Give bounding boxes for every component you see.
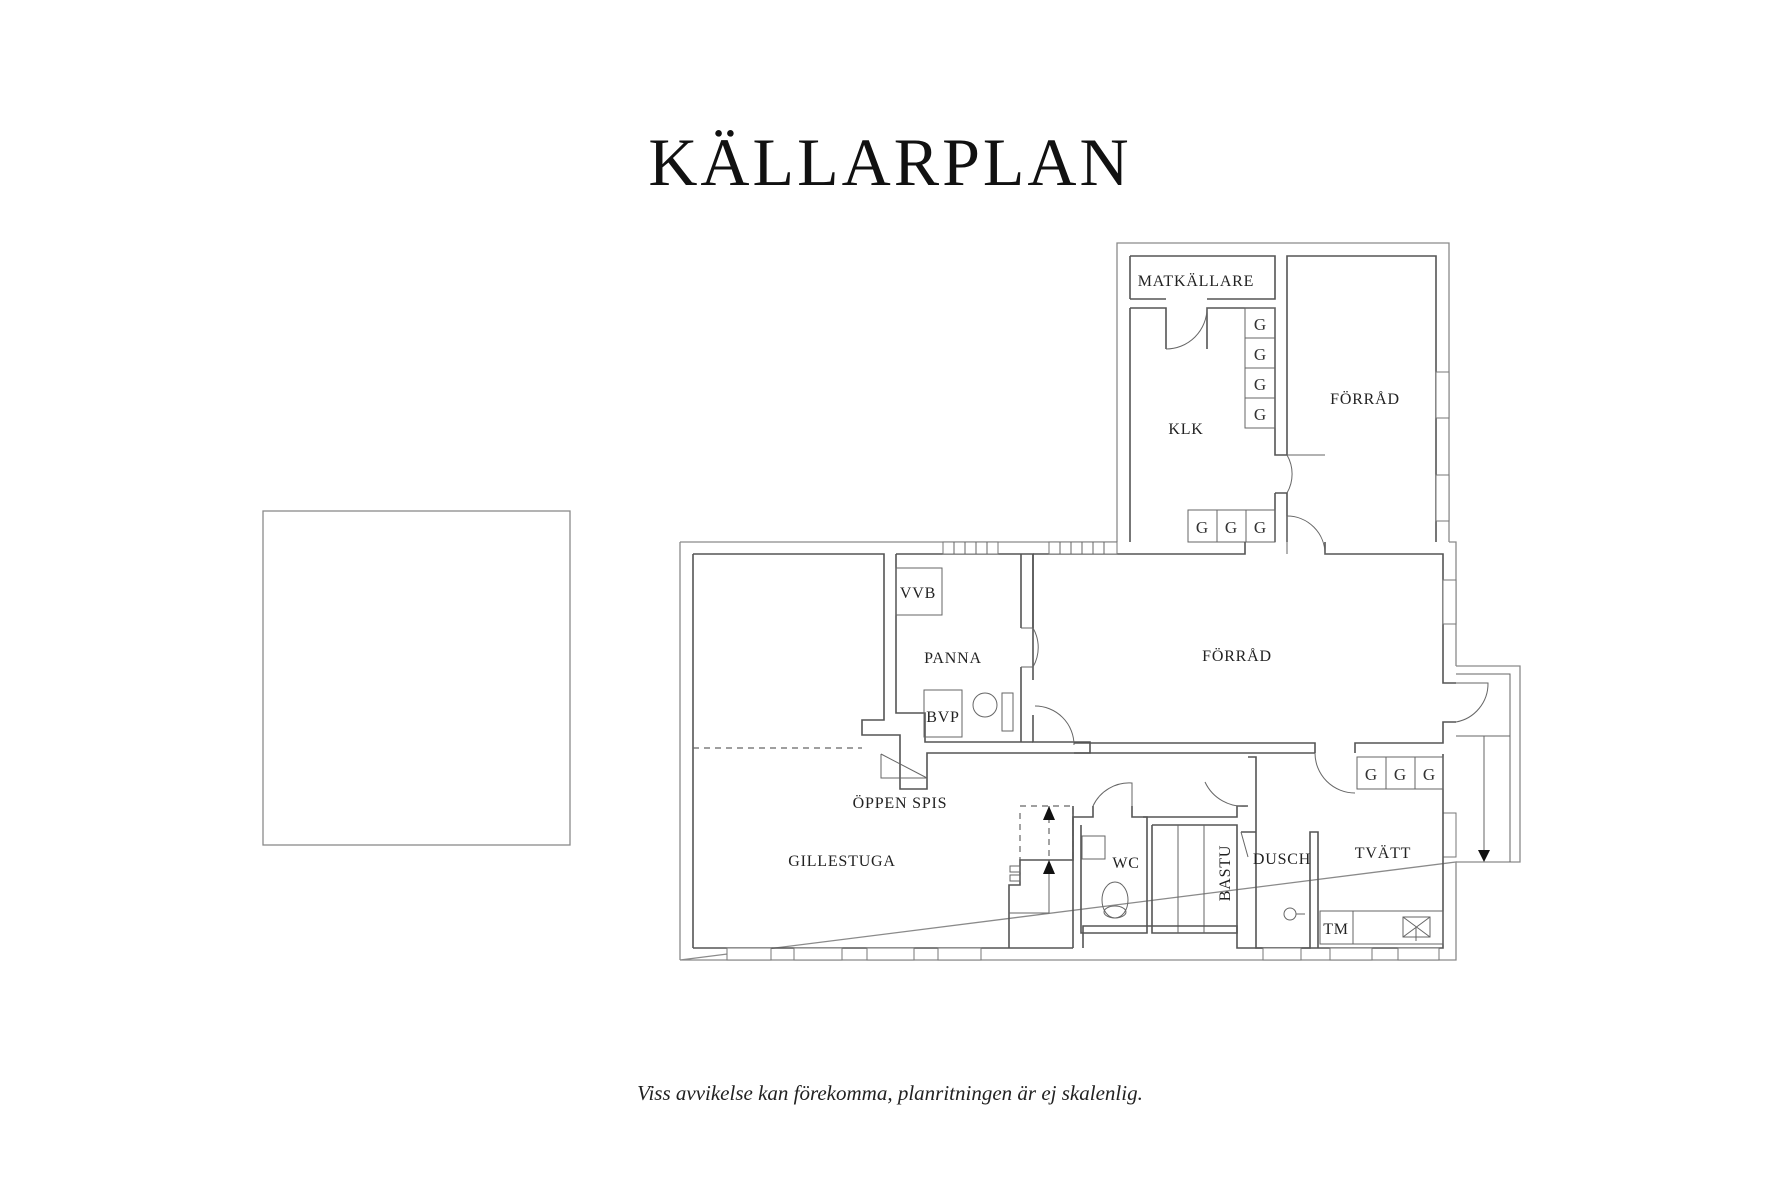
storage-g-label: G	[1423, 765, 1435, 784]
storage-g-label: G	[1254, 375, 1266, 394]
room-label-vvb: VVB	[900, 585, 936, 602]
room-label-oppen-spis: ÖPPEN SPIS	[853, 794, 948, 812]
room-label-wc: WC	[1112, 855, 1139, 872]
klk-storage-column: G G G G	[1244, 307, 1276, 429]
storage-g-label: G	[1225, 518, 1237, 537]
storage-g-label: G	[1394, 765, 1406, 784]
bastu-room	[1143, 781, 1249, 934]
vvb-unit	[895, 567, 943, 616]
top-window-vents	[942, 541, 1118, 555]
window-icon	[1442, 579, 1457, 625]
page-title: KÄLLARPLAN	[648, 124, 1132, 200]
main-inner-walls	[692, 515, 1489, 948]
room-label-gillestuga: GILLESTUGA	[788, 853, 896, 870]
dusch-room	[1240, 756, 1319, 949]
storage-g-label: G	[1254, 405, 1266, 424]
window-icon	[1435, 474, 1450, 522]
room-label-bvp: BVP	[926, 709, 960, 726]
detached-outline	[262, 510, 571, 846]
fireplace	[880, 753, 928, 779]
wc-room	[1072, 782, 1148, 948]
room-label-matkallare: MATKÄLLARE	[1138, 272, 1254, 290]
internal-stair	[1008, 805, 1074, 948]
filter-symbol	[1001, 692, 1014, 732]
room-label-panna: PANNA	[924, 650, 982, 667]
room-label-klk: KLK	[1168, 421, 1203, 438]
bvp-unit	[923, 689, 963, 738]
main-outer-wall	[679, 541, 1457, 961]
tvatt-storage-row: G G G	[1356, 756, 1444, 790]
storage-g-label: G	[1254, 315, 1266, 334]
toilet-icon	[1101, 881, 1129, 919]
shower-head-icon	[1283, 907, 1297, 921]
tank-symbol	[972, 692, 998, 718]
room-label-forrad-main: FÖRRÅD	[1202, 647, 1272, 665]
bottom-windows	[726, 947, 1440, 961]
storage-g-label: G	[1254, 518, 1266, 537]
room-label-forrad-upper: FÖRRÅD	[1330, 390, 1400, 408]
storage-g-label: G	[1365, 765, 1377, 784]
room-label-tvatt: TVÄTT	[1355, 844, 1411, 862]
room-label-dusch: DUSCH	[1253, 851, 1311, 868]
floor-drain-icon	[1402, 916, 1431, 941]
lower-inner-wall	[693, 754, 1444, 949]
klk-storage-row: G G G	[1187, 509, 1276, 543]
window-icon	[1442, 812, 1457, 858]
disclaimer-caption: Viss avvikelse kan förekomma, planritnin…	[637, 1081, 1143, 1105]
storage-g-label: G	[1254, 345, 1266, 364]
room-label-bastu: BASTU	[1217, 845, 1234, 901]
stair-up-arrow-icon	[1043, 860, 1055, 874]
storage-g-label: G	[1196, 518, 1208, 537]
counter	[1352, 910, 1444, 945]
stair-up-arrow-icon	[1043, 806, 1055, 820]
window-icon	[1435, 371, 1450, 419]
stair-down-arrow-icon	[1478, 850, 1490, 862]
exterior-stair	[1456, 665, 1521, 863]
room-label-tm: TM	[1323, 921, 1349, 938]
